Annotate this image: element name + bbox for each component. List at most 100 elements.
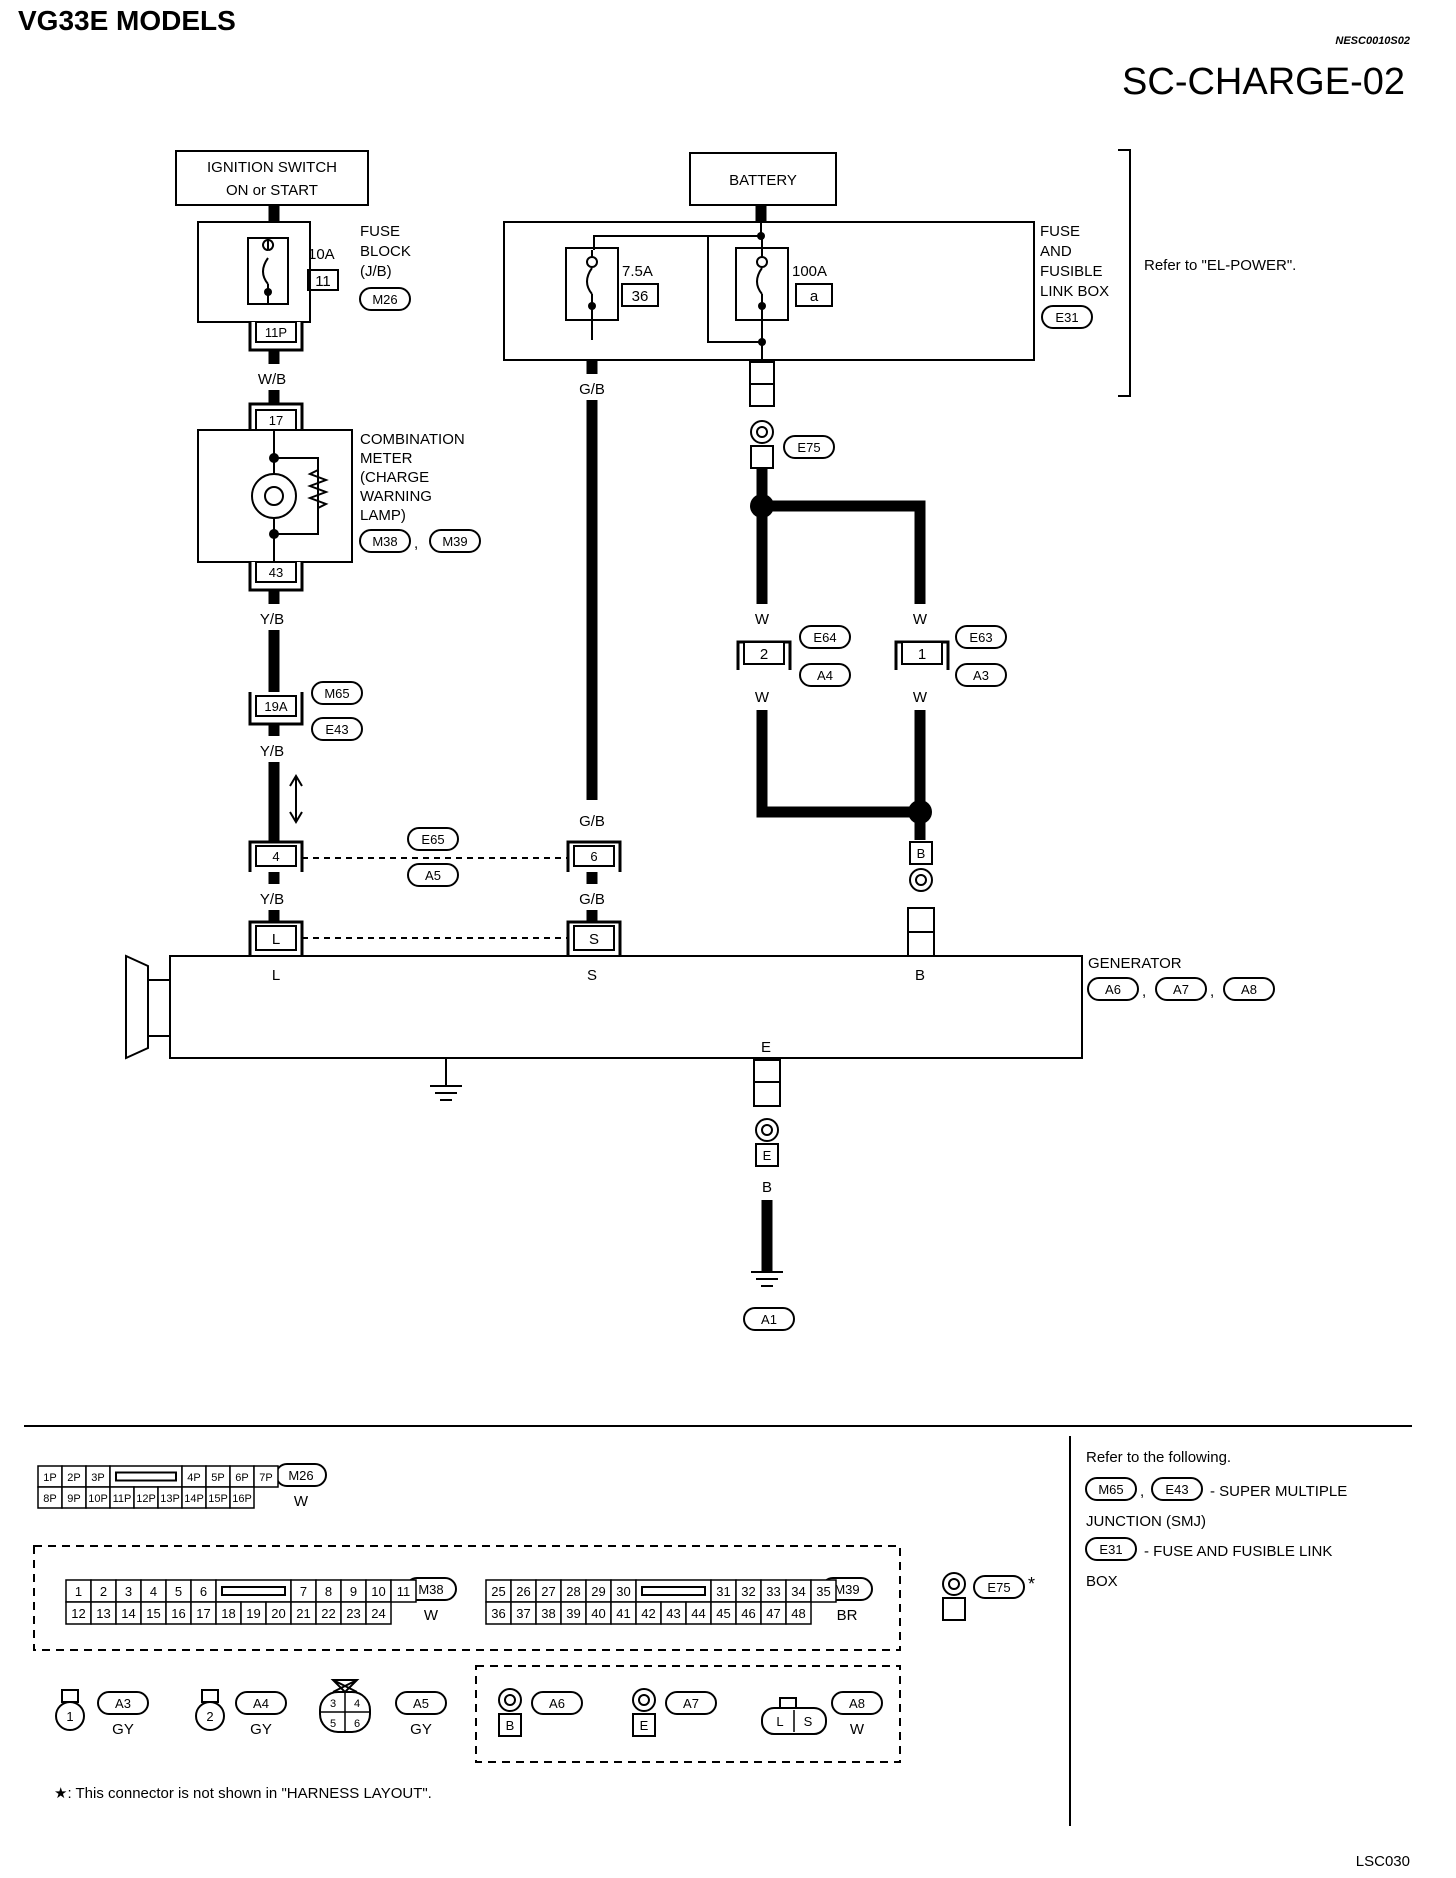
svg-text:,: ,: [1140, 1483, 1144, 1500]
legend-a4-pin: 2: [206, 1709, 213, 1724]
fuse-block-connector: M26: [372, 292, 397, 307]
connector-key-tab: [115, 1471, 177, 1482]
generator-connectors-group: [475, 1665, 901, 1763]
ground-a1: A1: [761, 1312, 777, 1327]
gen-l-tag: L: [272, 931, 280, 948]
wire-label-gb-1: G/B: [579, 381, 605, 398]
fuse-rating-100a: 100A: [792, 263, 827, 280]
wire-label-gb-2: G/B: [579, 813, 605, 830]
connector-pin-label: 9P: [67, 1493, 80, 1505]
connector-pin-label: 8: [325, 1584, 332, 1599]
meter-connector-m39: M39: [442, 534, 467, 549]
refer-bracket: [1118, 149, 1131, 397]
connector-gen-s: S: [566, 920, 622, 956]
legend-a4-socket-icon: [195, 1701, 225, 1731]
meter-label-1: COMBINATION: [360, 431, 465, 448]
connector-pin-label: 2: [100, 1584, 107, 1599]
wire-label-w-3: W: [755, 689, 770, 706]
link-box-label-4: LINK BOX: [1040, 283, 1109, 300]
connector-gen-l: L: [248, 920, 304, 956]
connector-pin-label: 47: [766, 1606, 780, 1621]
refer-code-e31: E31: [1099, 1542, 1122, 1557]
fuse-7-5a-symbol: [586, 256, 598, 268]
legend-a3: 1 A3 GY: [55, 1689, 149, 1738]
refer-el-power: Refer to "EL-POWER".: [1144, 257, 1296, 274]
connector-e64: E64: [813, 630, 836, 645]
connector-pin-label: 18: [221, 1606, 235, 1621]
legend-a6: B A6: [498, 1688, 583, 1737]
connector-pin-label: 30: [616, 1584, 630, 1599]
legend-a5-color: GY: [410, 1721, 432, 1738]
legend-m38-code: M38: [418, 1582, 443, 1597]
connector-pin-label: 34: [791, 1584, 805, 1599]
connector-pin-label: 33: [766, 1584, 780, 1599]
gen-connector-a6: A6: [1105, 982, 1121, 997]
fuse-number-11: 11: [315, 273, 331, 290]
connector-key-tab: [641, 1586, 706, 1596]
legend-a8-color: W: [850, 1721, 865, 1738]
connector-pin-label: 31: [716, 1584, 730, 1599]
charge-lamp-icon: [251, 473, 297, 519]
connector-pin-label: 7P: [259, 1472, 272, 1484]
legend-m38-color: W: [424, 1607, 439, 1624]
refer-fuse-text: - FUSE AND FUSIBLE LINK: [1144, 1543, 1332, 1560]
wire-label-yb-3: Y/B: [260, 891, 284, 908]
generator-label: GENERATOR: [1088, 955, 1182, 972]
link-box-label-3: FUSIBLE: [1040, 263, 1103, 280]
connector-a5-pin4: 4: [248, 840, 304, 872]
connector-pin-label: 24: [371, 1606, 385, 1621]
legend-a3-socket-icon: [55, 1701, 85, 1731]
ignition-switch-line2: ON or START: [226, 182, 318, 199]
legend-a3-code: A3: [115, 1696, 131, 1711]
connector-43: 43: [248, 561, 304, 592]
refer-panel: Refer to the following. M65 , E43 - SUPE…: [1085, 1449, 1347, 1590]
wire-label-wb: W/B: [258, 371, 286, 388]
wire-label-gb-3: G/B: [579, 891, 605, 908]
connector-pin-label: 3P: [91, 1472, 104, 1484]
legend-a8-pin-s: S: [804, 1714, 813, 1729]
meter-connectors-group: [33, 1545, 901, 1651]
legend-a8: L S A8 W: [761, 1691, 883, 1738]
eyelet-e75: [750, 420, 774, 444]
connector-pin-label: 44: [691, 1606, 705, 1621]
connector-pin-label: 27: [541, 1584, 555, 1599]
legend-a7-terminal: E: [640, 1718, 649, 1733]
connector-pin-cell: [229, 1486, 255, 1509]
wire-label-yb-2: Y/B: [260, 743, 284, 760]
connector-pin-cell: [785, 1601, 812, 1625]
connector-e43: E43: [325, 722, 348, 737]
legend-m39-code: M39: [834, 1582, 859, 1597]
connector-pin-label: 36: [491, 1606, 505, 1621]
wire-w-right-top: [762, 500, 926, 604]
resistor-symbol: [307, 469, 329, 509]
connector-e64-pin2: 2 E64 A4: [736, 625, 851, 687]
fuse-rating-7-5a: 7.5A: [622, 263, 653, 280]
legend-e75-eyelet-icon: [942, 1572, 966, 1596]
ground-icon: [751, 1271, 783, 1287]
battery-label: BATTERY: [729, 172, 797, 189]
footer-code: LSC030: [1356, 1853, 1410, 1870]
meter-label-2: METER: [360, 450, 413, 467]
ignition-switch: IGNITION SWITCH ON or START: [175, 150, 369, 206]
connector-pin-label: 25: [491, 1584, 505, 1599]
connector-pin-label: 13P: [160, 1493, 180, 1505]
connector-pin-label: 7: [300, 1584, 307, 1599]
connector-pin-label: 35: [816, 1584, 830, 1599]
gen-s-tag: S: [589, 931, 599, 948]
connector-pin-label: 42: [641, 1606, 655, 1621]
fuse-symbol-10a: [262, 238, 275, 304]
legend-m26-code: M26: [288, 1468, 313, 1483]
legend-a7: E A7: [632, 1688, 717, 1737]
connector-pin-label: 16: [171, 1606, 185, 1621]
connector-pin-cell: [390, 1579, 417, 1603]
gen-terminal-b: B: [915, 967, 925, 984]
double-arrow-icon: [289, 774, 303, 824]
legend-a6-code: A6: [549, 1696, 565, 1711]
e-terminal-tag: E: [763, 1148, 772, 1163]
meter-connector-m38: M38: [372, 534, 397, 549]
connector-pin-label: 6: [200, 1584, 207, 1599]
connector-pin-label: 1P: [43, 1472, 56, 1484]
fuse-block: 10A 11 FUSE BLOCK (J/B) M26: [197, 221, 411, 323]
fusible-link-box: 7.5A 36 100A a FUSE AND FUSIBLE LINK BOX…: [503, 221, 1109, 361]
connector-pin-label: 17: [196, 1606, 210, 1621]
